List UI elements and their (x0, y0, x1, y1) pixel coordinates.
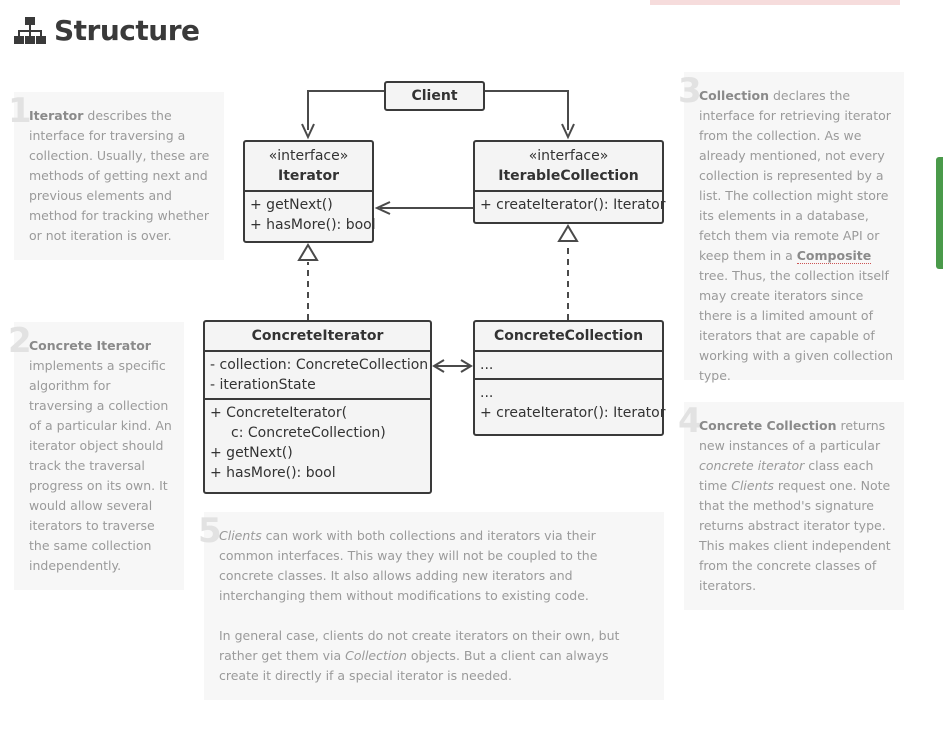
field: - iterationState (210, 377, 316, 393)
note-text: Concrete Iterator implements a specific … (29, 336, 174, 576)
arrowhead-open (301, 123, 315, 140)
note-body: In general case, clients do not create i… (219, 628, 620, 663)
note-body: implements a specific algorithm for trav… (29, 358, 172, 573)
note-text: Iterator describes the interface for tra… (29, 106, 214, 246)
class-header: ConcreteCollection (475, 322, 662, 350)
stereotype: «interface» (528, 148, 609, 164)
hierarchy-icon (14, 16, 46, 44)
note-term: Iterator (29, 108, 84, 123)
note-iterator: 1 Iterator describes the interface for t… (8, 92, 224, 260)
uml-class-concrete-collection: ConcreteCollection ... ... + createItera… (473, 320, 666, 436)
arrowhead-open (432, 359, 445, 373)
class-header: ConcreteIterator (205, 322, 430, 350)
method: + createIterator(): Iterator (480, 405, 666, 421)
note-body: tree. Thus, the collection itself may cr… (699, 268, 894, 383)
note-body: request one. Note that the method's sign… (699, 478, 891, 593)
note-text: Collection declares the interface for re… (699, 86, 894, 386)
note-text: Concrete Collection returns new instance… (699, 416, 894, 596)
method: + ConcreteIterator( (210, 405, 348, 421)
note-number: 1 (8, 91, 32, 131)
note-term: Concrete Iterator (29, 338, 151, 353)
class-name: Iterator (278, 168, 339, 184)
field: - collection: ConcreteCollection (210, 357, 429, 373)
side-feedback-tab[interactable] (936, 157, 943, 269)
note-body: describes the interface for traversing a… (29, 108, 210, 243)
fields-section: - collection: ConcreteCollection - itera… (205, 350, 430, 398)
note-concrete-iterator: 2 Concrete Iterator implements a specifi… (8, 322, 184, 590)
page-title: Structure (54, 14, 200, 47)
note-concrete-collection: 4 Concrete Collection returns new instan… (678, 402, 904, 610)
note-term: Collection (699, 88, 769, 103)
note-body: returns new instances of a particular (699, 418, 886, 453)
uml-class-client: Client (384, 81, 485, 111)
methods-section: + ConcreteIterator( c: ConcreteCollectio… (205, 398, 430, 486)
methods-section: + getNext() + hasMore(): bool (245, 190, 376, 238)
uml-interface-iterator: «interface» Iterator + getNext() + hasMo… (243, 140, 376, 243)
note-number: 2 (8, 321, 32, 361)
fields-section: ... (475, 350, 662, 378)
note-body: can work with both collections and itera… (219, 528, 598, 603)
method: + hasMore(): bool (210, 465, 336, 481)
note-body: declares the interface for retrieving it… (699, 88, 891, 263)
note-number: 5 (198, 511, 222, 551)
top-banner-strip (650, 0, 900, 5)
class-name: Client (411, 88, 458, 104)
method: + getNext() (250, 197, 333, 213)
class-header: «interface» Iterator (245, 142, 372, 190)
method: + hasMore(): bool (250, 217, 376, 233)
class-name: ConcreteIterator (251, 328, 384, 344)
note-italic: concrete iterator (699, 458, 805, 473)
note-italic: Collection (345, 648, 407, 663)
association-client-iterator (307, 90, 384, 130)
field: ... (480, 357, 494, 373)
stereotype: «interface» (268, 148, 349, 164)
note-text: Clients can work with both collections a… (219, 526, 649, 686)
arrowhead-hollow-triangle (557, 224, 579, 242)
method: + createIterator(): Iterator (480, 197, 666, 213)
methods-section: ... + createIterator(): Iterator (475, 378, 666, 426)
arrowhead-open (561, 123, 575, 140)
class-name: IterableCollection (498, 168, 639, 184)
class-header: «interface» IterableCollection (475, 142, 662, 190)
note-clients: 5 Clients can work with both collections… (198, 512, 664, 700)
note-body: class each time (699, 458, 874, 493)
note-term: Concrete Collection (699, 418, 837, 433)
methods-section: + createIterator(): Iterator (475, 190, 666, 218)
note-italic: Clients (219, 528, 262, 543)
arrowhead-hollow-triangle (297, 243, 319, 261)
uml-interface-iterable-collection: «interface» IterableCollection + createI… (473, 140, 666, 224)
method: + getNext() (210, 445, 293, 461)
note-italic: Clients (731, 478, 774, 493)
arrowhead-open (460, 359, 473, 373)
note-body: objects. But a client can always create … (219, 648, 609, 683)
arrowhead-open (374, 201, 391, 215)
note-collection: 3 Collection declares the interface for … (678, 72, 904, 383)
note-number: 4 (678, 401, 702, 441)
uml-class-concrete-iterator: ConcreteIterator - collection: ConcreteC… (203, 320, 432, 494)
association-client-collection (485, 90, 569, 130)
class-name: ConcreteCollection (493, 328, 644, 344)
composite-link[interactable]: Composite (796, 248, 872, 264)
section-header: Structure (14, 14, 200, 47)
method-param: c: ConcreteCollection) (231, 425, 386, 441)
note-number: 3 (678, 71, 702, 111)
method: ... (480, 385, 494, 401)
